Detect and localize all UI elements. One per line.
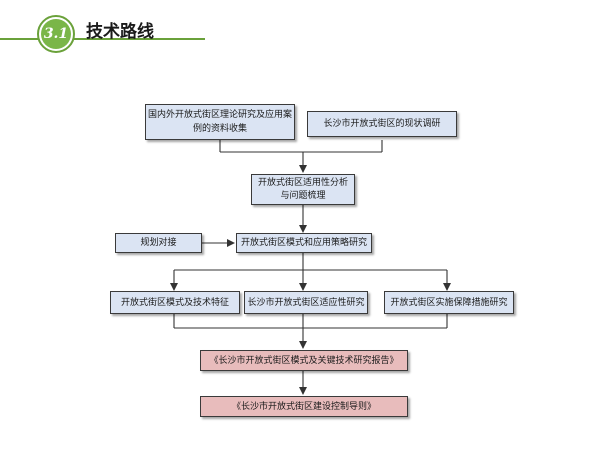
node-applicability-line2: 与问题梳理 (280, 190, 326, 201)
node-report: 《长沙市开放式街区模式及关键技术研究报告》 (200, 350, 408, 371)
node-applicability: 开放式街区适用性分析 与问题梳理 (251, 174, 355, 205)
node-guideline: 《长沙市开放式街区建设控制导则》 (200, 396, 408, 417)
node-research-review: 国内外开放式街区理论研究及应用案 例的资料收集 (145, 104, 295, 140)
node-research-review-line1: 国内外开放式街区理论研究及应用案 (147, 110, 292, 120)
node-suitability: 长沙市开放式街区适应性研究 (244, 291, 368, 314)
section-number: 3.1 (41, 19, 71, 49)
node-planning-link: 规划对接 (115, 233, 202, 253)
node-safeguards: 开放式街区实施保障措施研究 (384, 291, 514, 314)
node-model-strategy: 开放式街区模式和应用策略研究 (236, 233, 372, 253)
node-research-review-line2: 例的资料收集 (192, 124, 247, 134)
node-mode-features: 开放式街区模式及技术特征 (110, 291, 240, 314)
section-number-badge: 3.1 (37, 15, 75, 53)
section-title: 技术路线 (86, 22, 154, 42)
node-status-survey: 长沙市开放式街区的现状调研 (307, 111, 457, 137)
node-applicability-line1: 开放式街区适用性分析 (257, 177, 348, 188)
header-rule (0, 38, 205, 40)
